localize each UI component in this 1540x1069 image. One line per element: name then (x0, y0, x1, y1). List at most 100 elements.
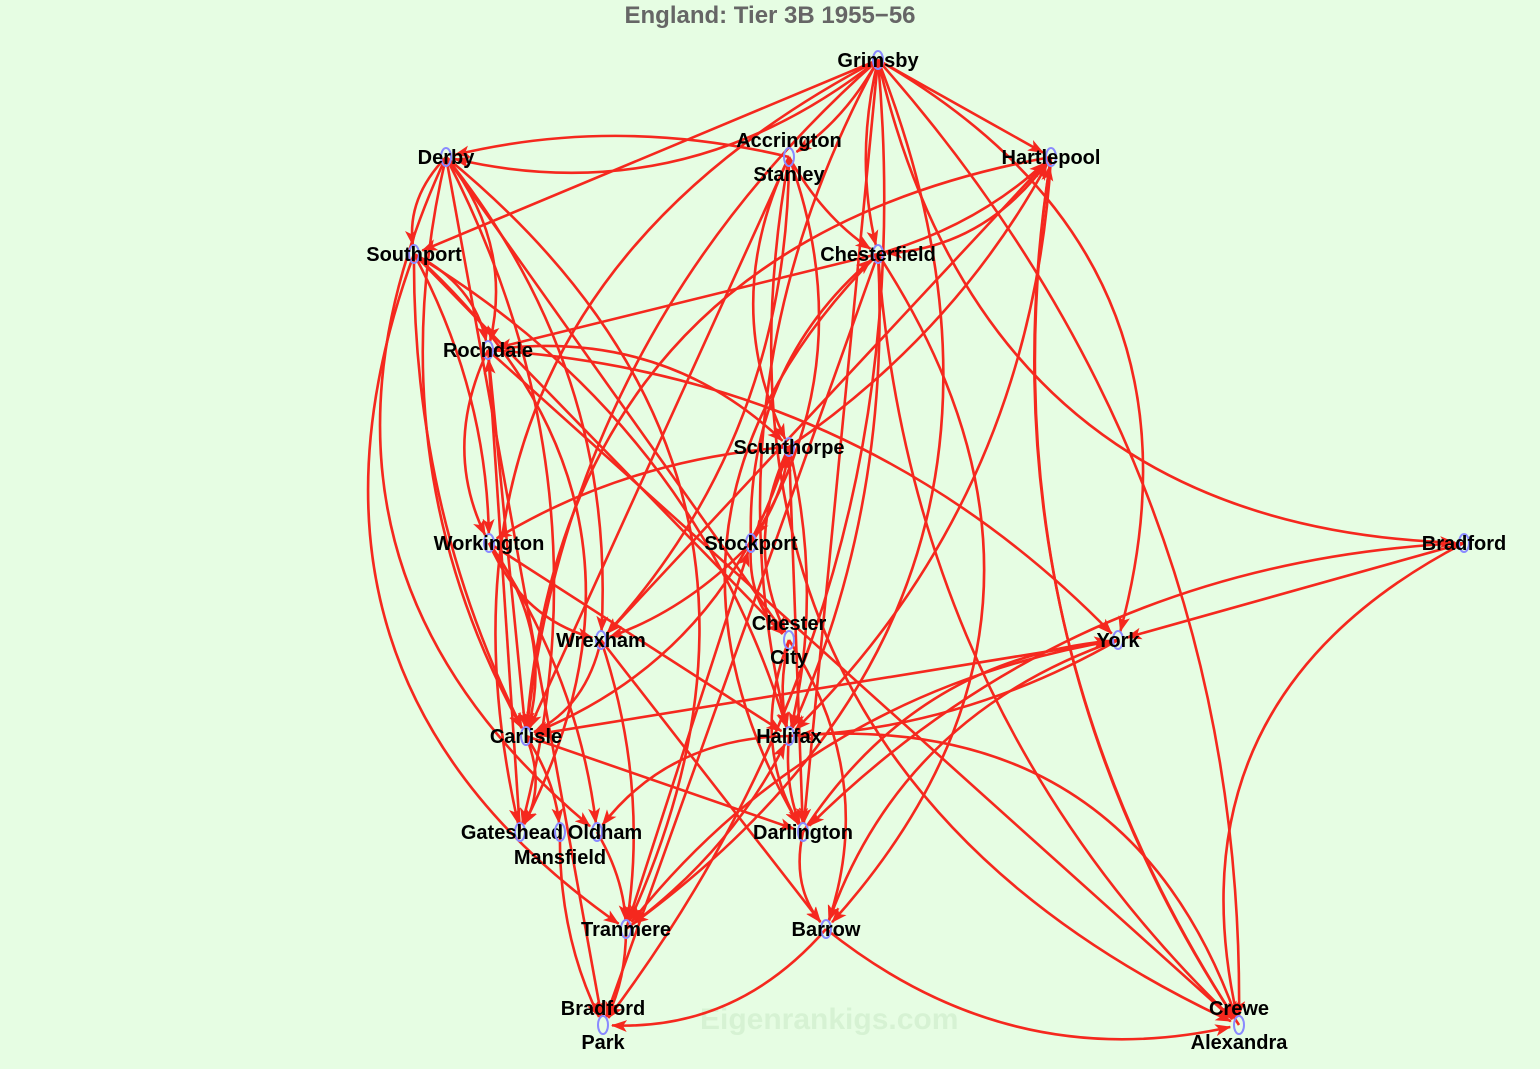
node-derby[interactable]: Derby (418, 147, 476, 169)
node-label: Southport (366, 244, 462, 266)
edge-york-to-tranmere (630, 638, 1119, 923)
edge-rochdale-to-workington (463, 349, 490, 536)
node-marker (595, 630, 607, 650)
edge-york-to-halifax (796, 638, 1119, 741)
node-label: Mansfield (514, 847, 606, 869)
node-marker (514, 822, 526, 842)
edge-wrexham-to-carlisle (533, 639, 603, 734)
edge-mansfield-to-bradfordpa (558, 831, 601, 1018)
edge-derby-to-bradfordpa (444, 156, 605, 1018)
node-marker (1045, 147, 1057, 167)
edge-stockport-to-chesterfield (749, 258, 873, 544)
edge-rochdale-to-carlisle (486, 349, 530, 729)
node-marker (1458, 533, 1470, 553)
edge-wrexham-to-tranmere (599, 639, 636, 922)
edge-chester-to-halifax (777, 639, 791, 729)
node-label: Bradford (1422, 533, 1506, 555)
node-oldham[interactable]: Oldham (568, 822, 642, 844)
node-york[interactable]: York (1097, 630, 1141, 652)
edge-bradford-to-darlington (808, 541, 1465, 827)
edge-grimsby-to-chesterfield (864, 59, 880, 247)
node-marker (591, 822, 603, 842)
node-carlisle[interactable]: Carlisle (490, 726, 562, 748)
node-halifax[interactable]: Halifax (756, 726, 822, 748)
edge-scunthorpe-to-hartlepool (788, 164, 1048, 449)
edge-grimsby-to-bradford (876, 59, 1457, 549)
edge-wrexham-to-barrow (599, 639, 822, 923)
node-label: York (1097, 630, 1141, 652)
node-label: Oldham (568, 822, 642, 844)
node-label: City (770, 647, 809, 669)
node-marker (783, 726, 795, 746)
edge-rochdale-to-scunthorpe (487, 344, 784, 442)
edge-barrow-to-bradfordpa (610, 928, 827, 1032)
node-darlington[interactable]: Darlington (753, 822, 853, 844)
node-label: Derby (418, 147, 476, 169)
node-marker (872, 50, 884, 70)
node-label: Gateshead (461, 822, 563, 844)
edge-southport-to-carlisle (412, 253, 524, 729)
edge-stockport-to-wrexham (608, 542, 752, 639)
edge-tranmere-to-stockport (624, 550, 750, 930)
node-marker (745, 533, 757, 553)
edge-grimsby-to-derby (453, 58, 879, 175)
edge-southport-to-halifax (413, 252, 788, 729)
node-scunthorpe[interactable]: Scunthorpe (733, 437, 845, 459)
edge-carlisle-to-mansfield (524, 735, 564, 825)
node-marker (482, 340, 494, 360)
node-label: Bradford (561, 998, 645, 1020)
edge-accrington-to-chesterfield (787, 156, 872, 251)
node-hartlepool[interactable]: Hartlepool (1002, 147, 1101, 169)
edge-chesterfield-to-rochdale (495, 252, 879, 351)
edge-derby-to-oldham (378, 156, 591, 828)
node-marker (520, 726, 532, 746)
edge-halifax-to-crewe (788, 732, 1238, 1018)
edge-workington-to-wrexham (487, 542, 594, 640)
node-marker (620, 919, 632, 939)
edge-grimsby-to-tranmere (632, 59, 945, 925)
edge-stockport-to-scunthorpe (749, 454, 792, 544)
node-label: Barrow (792, 919, 861, 941)
edge-chesterfield-to-crewe (876, 253, 1234, 1020)
node-grimsby[interactable]: Grimsby (837, 50, 919, 72)
node-rochdale[interactable]: Rochdale (443, 340, 533, 362)
node-stockport[interactable]: Stockport (704, 533, 798, 555)
node-wrexham[interactable]: Wrexham (556, 630, 646, 652)
edge-workington-to-halifax (488, 541, 783, 733)
node-bradford[interactable]: Bradford (1422, 533, 1506, 555)
node-marker (783, 437, 795, 457)
node-gateshead[interactable]: Gateshead (461, 822, 563, 844)
node-tranmere[interactable]: Tranmere (581, 919, 671, 941)
edge-scunthorpe-to-workington (495, 445, 790, 540)
edge-halifax-to-oldham (601, 734, 790, 826)
node-southport[interactable]: Southport (366, 244, 462, 266)
edge-grimsby-to-darlington (799, 59, 880, 825)
node-label: Chester (752, 613, 827, 635)
node-mansfield[interactable]: Mansfield (514, 822, 606, 869)
node-chesterfield[interactable]: Chesterfield (820, 244, 936, 266)
edge-tranmere-to-halifax (625, 743, 787, 931)
edge-oldham-to-tranmere (595, 831, 631, 922)
edge-rochdale-to-crewe (487, 349, 1234, 1020)
node-label: Tranmere (581, 919, 671, 941)
node-marker (783, 147, 795, 167)
edge-stockport-to-chester (749, 542, 784, 635)
node-label: Wrexham (556, 630, 646, 652)
node-marker (597, 1015, 609, 1035)
node-label: Alexandra (1191, 1032, 1289, 1054)
edge-rochdale-to-york (487, 348, 1113, 635)
node-marker (1233, 1015, 1245, 1035)
edge-crewe-to-hartlepool (1033, 164, 1241, 1026)
node-marker (820, 919, 832, 939)
edge-darlington-to-barrow (798, 831, 822, 923)
node-label: Scunthorpe (733, 437, 844, 459)
watermark: Eigenrankigs.com (700, 1003, 959, 1036)
node-barrow[interactable]: Barrow (792, 919, 861, 941)
node-workington[interactable]: Workington (434, 533, 545, 555)
node-marker (483, 533, 495, 553)
